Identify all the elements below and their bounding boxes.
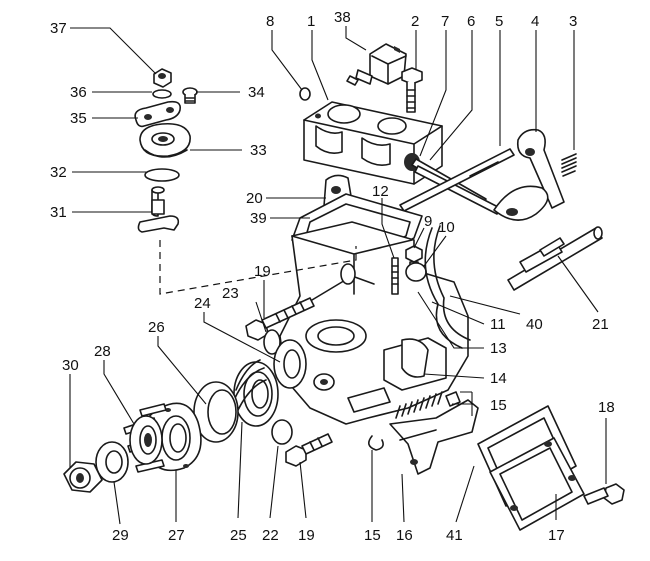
label-part: 36	[70, 84, 87, 101]
part-washer-23	[263, 329, 281, 355]
leader-lines	[69, 26, 607, 525]
label-part: 28	[94, 343, 111, 360]
label-part: 15	[490, 397, 507, 414]
label-part: 40	[526, 316, 543, 333]
part-oring-10	[405, 262, 427, 282]
label-part: 20	[246, 190, 263, 207]
part-nut-30	[63, 461, 103, 493]
part-solenoid-38	[346, 43, 407, 86]
part-washer-22	[271, 419, 293, 445]
label-part: 1	[307, 13, 315, 30]
label-part: 39	[250, 210, 267, 227]
label-part: 7	[441, 13, 449, 30]
part-bolt-18	[583, 483, 625, 505]
label-part: 6	[467, 13, 475, 30]
label-part: 13	[490, 340, 507, 357]
label-part: 15	[364, 527, 381, 544]
part-shaft-21	[507, 226, 603, 291]
label-part: 17	[548, 527, 565, 544]
label-part: 35	[70, 110, 87, 127]
part-illustrations	[63, 43, 625, 531]
part-lever-16	[389, 399, 479, 475]
label-part: 21	[592, 316, 609, 333]
label-part: 4	[531, 13, 539, 30]
part-bolt-19-lower	[285, 433, 333, 467]
label-part: 26	[148, 319, 165, 336]
part-ring-26	[193, 381, 239, 443]
label-part: 18	[598, 399, 615, 416]
part-bolt-19-upper	[245, 297, 315, 341]
part-clip-15	[368, 435, 384, 451]
part-stud-12	[391, 257, 399, 295]
part-plate-35	[134, 100, 182, 128]
part-washer-36	[152, 89, 172, 99]
alignment-dashed-line	[159, 240, 357, 295]
part-governor-housing-1	[303, 101, 443, 185]
part-cover-17	[489, 437, 585, 531]
label-part: 22	[262, 527, 279, 544]
label-part: 27	[168, 527, 185, 544]
label-part: 19	[298, 527, 315, 544]
label-part: 34	[248, 84, 265, 101]
label-part: 19	[254, 263, 271, 280]
label-part: 16	[396, 527, 413, 544]
part-spring-15	[395, 391, 461, 419]
label-part: 25	[230, 527, 247, 544]
label-part: 31	[50, 204, 67, 221]
part-lever-4	[493, 128, 565, 221]
label-part: 41	[446, 527, 463, 544]
part-washer-29	[95, 441, 129, 483]
part-lever-31	[137, 186, 180, 233]
part-cover-33	[139, 122, 191, 158]
label-part: 8	[266, 13, 274, 30]
label-part: 9	[424, 213, 432, 230]
label-part: 23	[222, 285, 239, 302]
part-screw-34	[182, 87, 198, 104]
label-part: 38	[334, 9, 351, 26]
part-shaft-5	[399, 148, 515, 212]
label-part: 33	[250, 142, 267, 159]
label-part: 37	[50, 20, 67, 37]
part-hub-28	[129, 415, 163, 465]
label-part: 11	[490, 316, 506, 333]
label-part: 2	[411, 13, 419, 30]
label-part: 10	[438, 219, 455, 236]
part-seal-32	[144, 168, 180, 182]
part-pump-body	[279, 221, 469, 425]
label-part: 29	[112, 527, 129, 544]
part-bearing-25	[233, 359, 279, 427]
label-part: 32	[50, 164, 67, 181]
label-part: 12	[372, 183, 389, 200]
part-labels: 37 36 35 34 33 32 31 8 1 38 2 7 6 5 4 3 …	[50, 9, 615, 544]
part-bolt-2	[401, 67, 423, 113]
label-part: 24	[194, 295, 211, 312]
part-spring-3	[561, 153, 577, 177]
part-nut-37	[153, 68, 172, 88]
part-seal-24	[273, 339, 307, 389]
part-pin-8	[299, 87, 311, 101]
label-part: 30	[62, 357, 79, 374]
label-part: 14	[490, 370, 507, 387]
label-part: 3	[569, 13, 577, 30]
label-part: 5	[495, 13, 503, 30]
